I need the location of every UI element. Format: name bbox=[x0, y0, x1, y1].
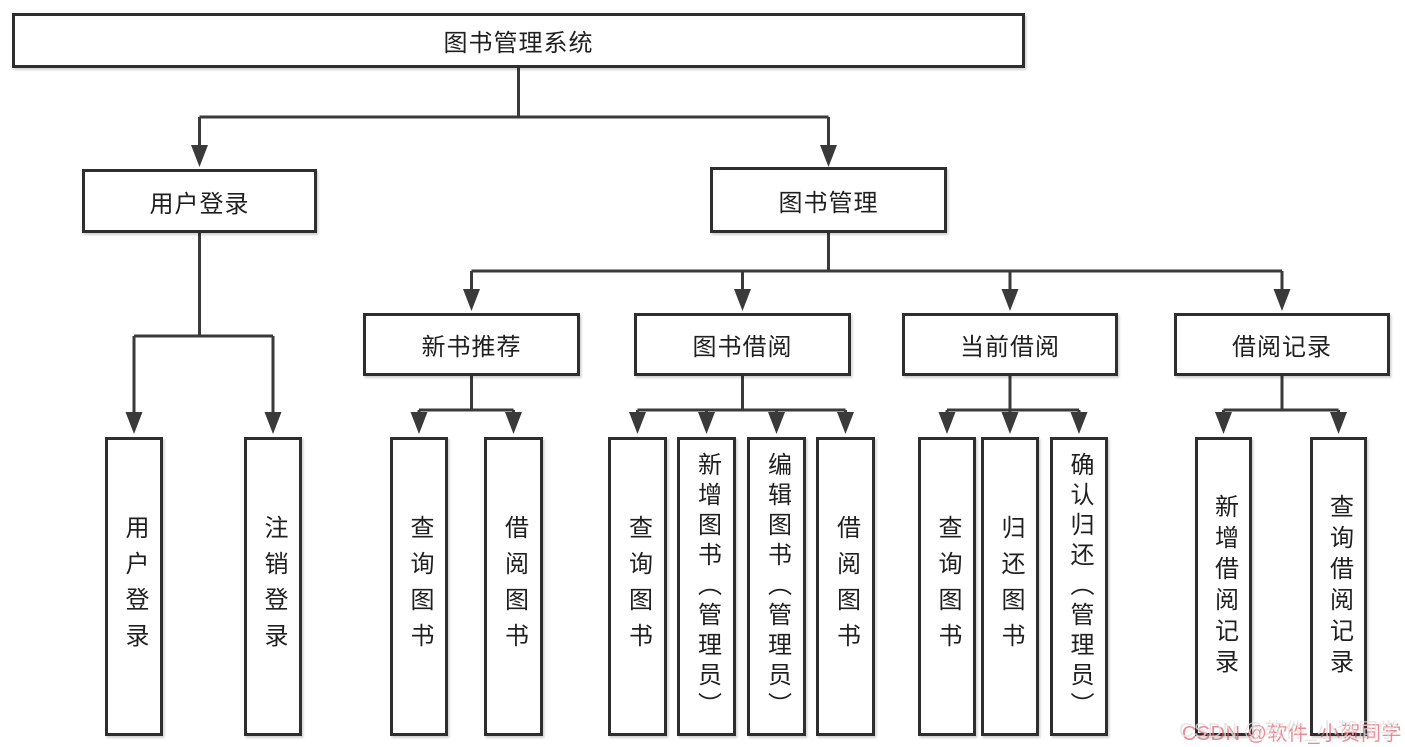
leaf-edit-book-admin-label: 编辑图书（管理员） bbox=[763, 451, 791, 722]
node-user-login-label: 用户登录 bbox=[149, 190, 250, 218]
node-library-system-label: 图书管理系统 bbox=[443, 30, 594, 57]
node-book-management: 图书管理 bbox=[710, 167, 947, 233]
leaf-add-book-admin: 新增图书（管理员） bbox=[677, 437, 736, 736]
leaf-logout: 注销登录 bbox=[244, 437, 302, 736]
leaf-query-borrow-record-label: 查询借阅记录 bbox=[1325, 493, 1353, 680]
watermark: CSDN @软件_小贺同学 bbox=[1178, 720, 1399, 742]
leaf-query-books-recommend-label: 查询图书 bbox=[406, 514, 433, 659]
leaf-query-books-borrowing: 查询图书 bbox=[608, 437, 667, 736]
leaf-query-books-recommend: 查询图书 bbox=[390, 437, 448, 736]
leaf-logout-label: 注销登录 bbox=[260, 514, 287, 659]
connector-arrowheads bbox=[125, 145, 1347, 434]
leaf-borrow-books-recommend: 借阅图书 bbox=[484, 437, 543, 736]
leaf-add-book-admin-label: 新增图书（管理员） bbox=[693, 451, 721, 722]
leaf-user-login: 用户登录 bbox=[105, 437, 163, 736]
node-new-book-recommendation: 新书推荐 bbox=[363, 313, 580, 376]
node-current-borrowing: 当前借阅 bbox=[902, 313, 1118, 376]
leaf-borrow-books-borrowing-label: 借阅图书 bbox=[832, 514, 860, 659]
leaf-return-books-label: 归还图书 bbox=[997, 514, 1024, 659]
leaf-query-borrow-record: 查询借阅记录 bbox=[1310, 437, 1367, 736]
leaf-edit-book-admin: 编辑图书（管理员） bbox=[747, 437, 806, 736]
leaf-user-login-label: 用户登录 bbox=[121, 514, 148, 659]
node-book-management-label: 图书管理 bbox=[778, 189, 879, 217]
leaf-confirm-return-admin: 确认归还（管理员） bbox=[1050, 437, 1108, 736]
node-borrowing-records-label: 借阅记录 bbox=[1232, 334, 1332, 361]
leaf-query-books-current-label: 查询图书 bbox=[934, 514, 961, 659]
leaf-confirm-return-admin-label: 确认归还（管理员） bbox=[1066, 451, 1093, 722]
leaf-borrow-books-borrowing: 借阅图书 bbox=[816, 437, 875, 736]
node-borrowing-records: 借阅记录 bbox=[1174, 313, 1390, 376]
node-book-borrowing-label: 图书借阅 bbox=[692, 334, 793, 361]
leaf-add-borrow-record-label: 新增借阅记录 bbox=[1210, 493, 1238, 680]
node-library-system: 图书管理系统 bbox=[12, 13, 1025, 68]
leaf-add-borrow-record: 新增借阅记录 bbox=[1195, 437, 1252, 736]
leaf-query-books-borrowing-label: 查询图书 bbox=[624, 514, 652, 659]
leaf-return-books: 归还图书 bbox=[981, 437, 1039, 736]
node-current-borrowing-label: 当前借阅 bbox=[960, 334, 1060, 361]
node-user-login: 用户登录 bbox=[82, 169, 317, 233]
leaf-borrow-books-recommend-label: 借阅图书 bbox=[500, 514, 528, 659]
leaf-query-books-current: 查询图书 bbox=[918, 437, 976, 736]
node-book-borrowing: 图书借阅 bbox=[634, 313, 851, 376]
node-new-book-recommendation-label: 新书推荐 bbox=[421, 334, 522, 361]
